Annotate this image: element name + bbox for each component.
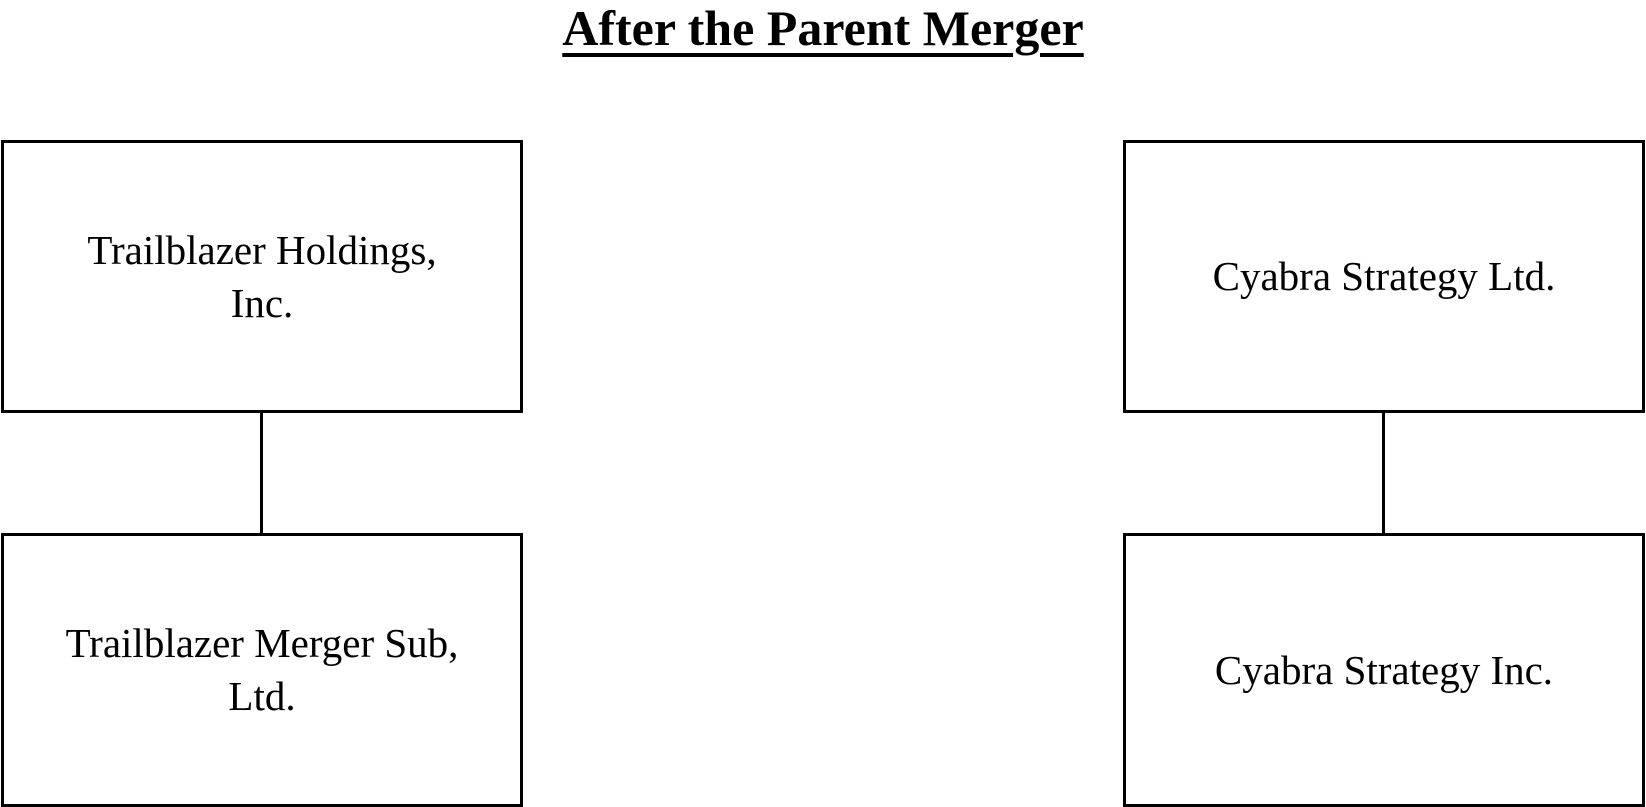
box-label-cyabra-strategy-inc: Cyabra Strategy Inc. bbox=[1214, 646, 1554, 693]
connector-right bbox=[1382, 413, 1385, 535]
box-label-trailblazer-holdings: Trailblazer Holdings, Inc. bbox=[87, 226, 437, 326]
box-cyabra-strategy-inc: Cyabra Strategy Inc. bbox=[1123, 533, 1645, 807]
box-label-trailblazer-merger-sub: Trailblazer Merger Sub, Ltd. bbox=[65, 620, 459, 719]
box-trailblazer-merger-sub: Trailblazer Merger Sub, Ltd. bbox=[1, 533, 523, 807]
connector-left bbox=[260, 413, 263, 535]
box-label-cyabra-strategy-ltd: Cyabra Strategy Ltd. bbox=[1212, 253, 1556, 299]
box-cyabra-strategy-ltd: Cyabra Strategy Ltd. bbox=[1123, 140, 1645, 413]
box-trailblazer-holdings: Trailblazer Holdings, Inc. bbox=[1, 140, 523, 413]
diagram-title: After the Parent Merger bbox=[562, 0, 1084, 56]
